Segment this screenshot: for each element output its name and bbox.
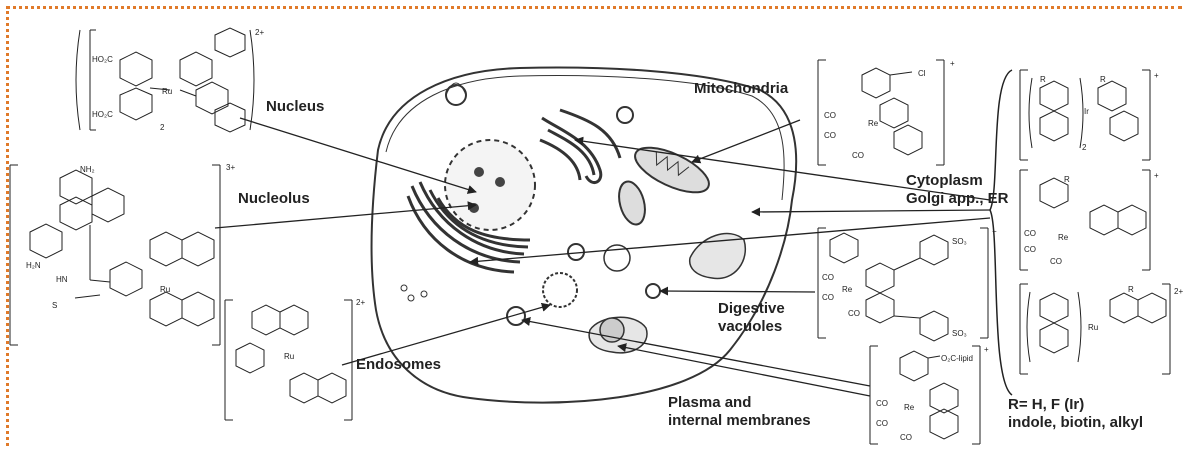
charge-endosome: 2+ bbox=[356, 298, 365, 307]
r-ru: R bbox=[1128, 285, 1134, 294]
complex-re-right bbox=[1020, 170, 1150, 270]
ho2c-bottom: HO₂C bbox=[92, 110, 113, 119]
sub2-1: 2 bbox=[160, 123, 165, 132]
ho2c-top: HO₂C bbox=[92, 55, 113, 64]
co-4b: CO bbox=[1024, 245, 1036, 254]
sub2-ir: 2 bbox=[1082, 143, 1087, 152]
re-label-3: Re bbox=[904, 403, 915, 412]
charge-nucleus: 2+ bbox=[255, 28, 264, 37]
h2n-label: H₂N bbox=[26, 261, 41, 270]
re-label-1: Re bbox=[868, 119, 879, 128]
charge-mito: + bbox=[950, 59, 955, 68]
so3-top: SO₃ bbox=[952, 237, 967, 246]
arrow-plasma-2 bbox=[618, 346, 870, 396]
label-mitochondria: Mitochondria bbox=[694, 80, 788, 98]
co-1a: CO bbox=[824, 111, 836, 120]
nh2-label: NH₂ bbox=[80, 165, 95, 174]
ru-label-2: Ru bbox=[160, 285, 170, 294]
label-golgi-er: Golgi app., ER bbox=[906, 190, 1009, 208]
lipid-label: O₂C-lipid bbox=[941, 354, 973, 363]
label-cytoplasm: Cytoplasm bbox=[906, 172, 983, 190]
co-2c: CO bbox=[848, 309, 860, 318]
re-label-2: Re bbox=[842, 285, 853, 294]
label-nucleus: Nucleus bbox=[266, 98, 324, 116]
charge-ir: + bbox=[1154, 71, 1159, 80]
charge-nucleolus: 3+ bbox=[226, 163, 235, 172]
arrow-nucleus bbox=[240, 118, 476, 192]
co-2b: CO bbox=[822, 293, 834, 302]
arrow-cytoplasm bbox=[752, 210, 990, 212]
co-1b: CO bbox=[824, 131, 836, 140]
co-4a: CO bbox=[1024, 229, 1036, 238]
label-endosomes: Endosomes bbox=[356, 356, 441, 374]
re-label-4: Re bbox=[1058, 233, 1069, 242]
co-2a: CO bbox=[822, 273, 834, 282]
co-3a: CO bbox=[876, 399, 888, 408]
label-plasma: Plasma and bbox=[668, 394, 751, 412]
complex-ru-nucleolus bbox=[10, 165, 220, 345]
s-label: S bbox=[52, 301, 57, 310]
co-3c: CO bbox=[900, 433, 912, 442]
nucleus bbox=[445, 140, 535, 230]
label-nucleolus: Nucleolus bbox=[238, 190, 310, 208]
hn-label: HN bbox=[56, 275, 68, 284]
ru-label-1: Ru bbox=[162, 87, 172, 96]
label-vacuoles: vacuoles bbox=[718, 318, 782, 336]
charge-ru-right: 2+ bbox=[1174, 287, 1183, 296]
charge-re-right: + bbox=[1154, 171, 1159, 180]
golgi-apparatus bbox=[540, 110, 620, 183]
ru-label-4: Ru bbox=[1088, 323, 1098, 332]
label-r-groups-2: indole, biotin, alkyl bbox=[1008, 414, 1143, 432]
label-r-groups-1: R= H, F (Ir) bbox=[1008, 396, 1084, 414]
cl-label: Cl bbox=[918, 69, 926, 78]
nucleolus-dot bbox=[474, 167, 484, 177]
charge-vacuole: − bbox=[992, 227, 997, 236]
co-1c: CO bbox=[852, 151, 864, 160]
ru-label-3: Ru bbox=[284, 352, 294, 361]
r-ir-1: R bbox=[1040, 75, 1046, 84]
so3-bottom: SO₃ bbox=[952, 329, 967, 338]
r-re: R bbox=[1064, 175, 1070, 184]
co-4c: CO bbox=[1050, 257, 1062, 266]
label-internal-membranes: internal membranes bbox=[668, 412, 811, 430]
charge-plasma: + bbox=[984, 345, 989, 354]
label-digestive: Digestive bbox=[718, 300, 785, 318]
mitochondria bbox=[615, 139, 715, 228]
ir-label: Ir bbox=[1084, 107, 1089, 116]
r-ir-2: R bbox=[1100, 75, 1106, 84]
arrow-vacuole bbox=[660, 291, 815, 292]
co-3b: CO bbox=[876, 419, 888, 428]
